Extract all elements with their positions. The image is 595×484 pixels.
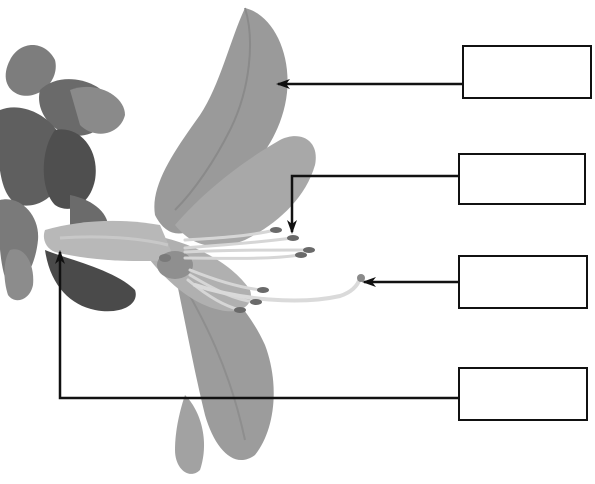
stigma: [357, 274, 365, 282]
label-box-4[interactable]: [458, 367, 588, 421]
pointer-line-2: [287, 174, 458, 234]
stamens: [183, 228, 362, 312]
label-box-1[interactable]: [462, 45, 592, 99]
label-box-2[interactable]: [458, 153, 586, 205]
anthers: [234, 227, 315, 313]
pointer-lines: [55, 79, 462, 400]
pointer-line-4: [55, 250, 458, 400]
label-box-3[interactable]: [458, 255, 588, 309]
leaf-cluster: [0, 45, 136, 312]
